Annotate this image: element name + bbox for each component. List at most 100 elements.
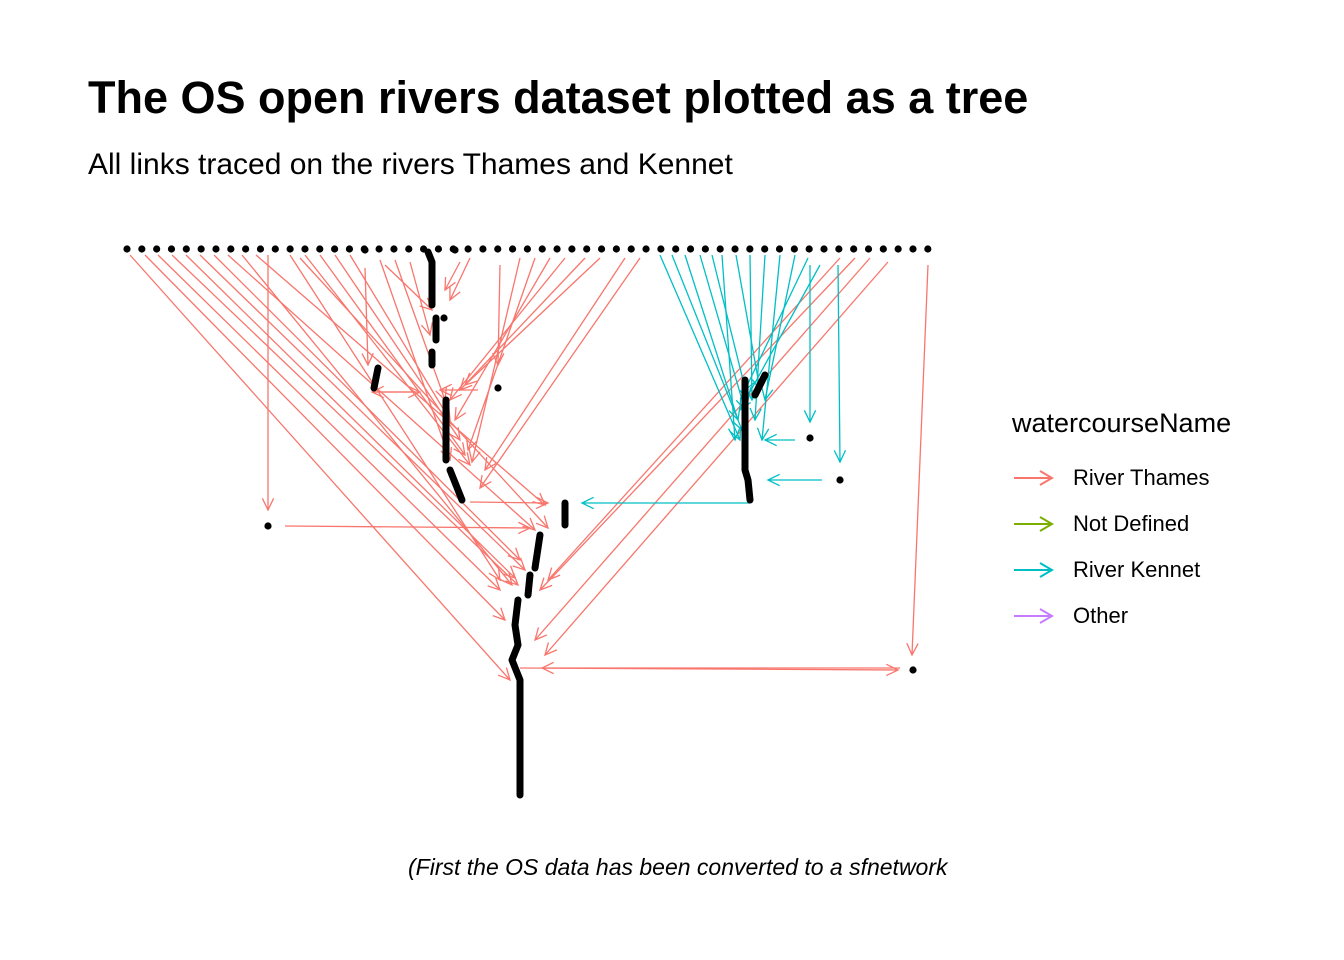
kennet-link [735,254,761,391]
source-node [894,245,902,253]
source-node [479,245,487,253]
source-node [434,245,443,253]
source-node [835,245,843,253]
arrow-icon [1014,516,1054,532]
thames-link-head [885,663,900,677]
thames-link [539,257,856,591]
arrow-icon [1014,470,1054,486]
main-river-node-chain [524,571,534,599]
source-node [242,245,250,253]
thames-link-head [261,498,275,512]
node [836,476,844,484]
thames-link [484,257,626,471]
thames-link [171,254,519,586]
thames-link [349,254,451,421]
source-node [197,245,205,253]
kennet-link [764,254,796,401]
thames-link [299,257,549,529]
kennet-link-head [580,496,594,510]
legend-item: River Thames [1012,455,1231,501]
source-node [850,245,858,253]
node [264,522,272,530]
source-node [701,245,709,253]
plot-title: The OS open rivers dataset plotted as a … [88,72,1029,123]
kennet-link-head [803,410,817,424]
thames-link-head [512,557,527,572]
source-node [227,245,235,253]
source-node [508,245,517,253]
kennet-link [761,254,781,441]
source-node [494,245,502,253]
source-node [568,245,576,253]
source-node [924,245,932,253]
main-river-node-chain [370,364,382,392]
main-river-node-chain [741,376,754,504]
thames-link-head [408,385,422,399]
source-node [731,245,739,253]
arrow-icon [1014,562,1054,578]
source-node [553,245,561,253]
source-node [657,245,665,253]
plot-subtitle: All links traced on the rivers Thames an… [88,148,733,181]
legend-label: River Thames [1073,465,1210,490]
main-river-node-chain [424,248,436,309]
thames-link [444,261,461,291]
legend-label: Other [1073,603,1129,628]
main-river-node-chain [446,466,466,504]
source-node [746,245,754,253]
legend-item: Other [1012,593,1231,639]
kennet-link-head [833,449,847,464]
main-river-node-chain [531,531,544,572]
thames-link [255,254,546,506]
plot-caption: (First the OS data has been converted to… [408,854,948,880]
thames-link-head [502,565,517,580]
source-node [583,245,591,253]
source-node [271,245,279,253]
thames-link-head [534,627,548,642]
thames-link [157,254,501,591]
source-node [612,245,620,253]
kennet-link-head [766,473,780,487]
node [361,246,369,254]
node [806,434,814,442]
thames-link-head [361,352,374,367]
source-node [820,245,828,253]
thames-link [469,501,549,504]
thames-link [364,267,369,366]
thames-link-head [449,387,463,402]
node [909,666,917,674]
thames-link-head [492,607,507,622]
thames-link-head [463,372,478,387]
node [494,384,502,392]
source-node [375,245,383,253]
kennet-link [739,264,821,411]
thames-link-head [454,406,467,422]
kennet-link [659,254,741,441]
thames-link-head [487,577,502,592]
kennet-link-head [761,387,774,402]
thames-link [911,264,929,656]
thames-link-head [479,475,492,490]
source-node [790,245,798,253]
source-node [182,245,190,253]
thames-link-head [468,449,481,464]
thames-link [467,257,536,451]
kennet-link-head [756,427,770,442]
source-node [686,245,695,253]
kennet-link-head [749,407,762,422]
kennet-link [671,254,743,431]
thames-link [319,254,466,456]
node [440,314,448,322]
thames-link [449,257,471,301]
node [451,246,459,254]
source-node [597,245,606,253]
thames-link [379,259,451,461]
thames-link [289,254,501,581]
thames-link [449,257,566,401]
source-node [464,245,472,253]
main-river-node-chain [751,371,769,399]
kennet-link-head [763,433,777,447]
